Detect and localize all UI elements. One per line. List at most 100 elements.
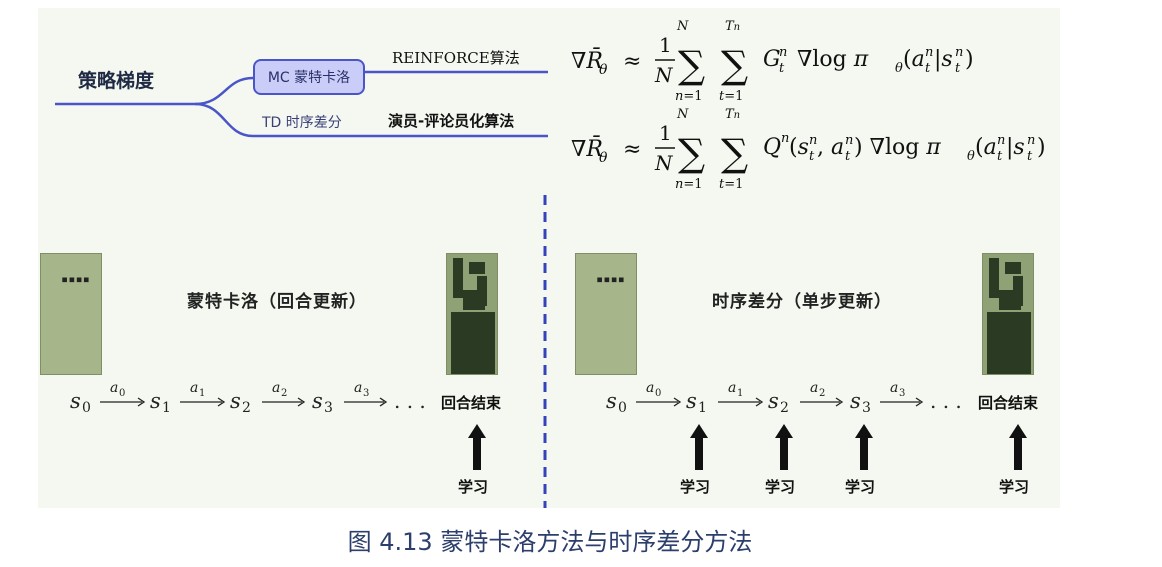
svg-text:t: t [955,61,961,76]
svg-text:|s: |s [1006,135,1025,160]
svg-text:s: s [70,389,81,413]
svg-text:, a: , a [817,135,844,160]
svg-text:∇R̄: ∇R̄ [571,47,603,74]
svg-text:s: s [606,389,617,413]
svg-text:n: n [809,133,817,148]
svg-text:s: s [768,389,779,413]
svg-text:t=1: t=1 [719,177,743,192]
svg-text:N: N [654,63,674,87]
mc-node-label: MC 蒙特卡洛 [267,70,351,86]
svg-text:3: 3 [862,400,871,416]
svg-text:n: n [781,131,789,146]
svg-text:N: N [676,107,689,122]
svg-text:θ: θ [967,149,975,164]
svg-text:3: 3 [324,400,333,416]
svg-text:0: 0 [655,388,661,399]
svg-text:0: 0 [119,388,125,399]
svg-text:1: 1 [659,33,672,57]
svg-text:n=1: n=1 [675,177,703,192]
svg-text:t: t [845,149,851,164]
svg-text:G: G [763,47,781,72]
svg-text:(a: (a [975,135,997,160]
svg-text:∇log π: ∇log π [797,47,869,72]
svg-text:s: s [150,389,161,413]
tetromino-icon: ▪▪▪▪ [61,272,90,286]
svg-text:n: n [997,133,1005,148]
right-learn-arrow-icon-4 [1009,424,1027,470]
svg-text:a: a [646,380,654,396]
svg-text:. . .: . . . [930,389,962,413]
svg-text:t: t [1027,149,1033,164]
svg-text:t: t [809,149,815,164]
svg-text:(a: (a [903,47,925,72]
svg-text:N: N [654,151,674,175]
right-episode-end-label: 回合结束 [978,394,1039,412]
stacked-blocks-icon [451,258,495,374]
svg-text:a: a [190,380,198,396]
svg-text:1: 1 [737,388,743,399]
svg-text:1: 1 [698,400,707,416]
svg-text:t: t [997,149,1003,164]
mc-node: MC 蒙特卡洛 [253,59,365,95]
svg-text:n=1: n=1 [675,89,703,104]
svg-text:a: a [354,380,362,396]
formula-mc: ∇R̄ θ ≈ 1 N N ∑ n=1 Tn ∑ t=1 G n t ∇log … [571,19,974,104]
svg-text:|s: |s [934,47,953,72]
svg-text:θ: θ [599,150,608,166]
svg-text:s: s [686,389,697,413]
svg-text:(s: (s [789,135,809,160]
svg-text:2: 2 [242,400,251,416]
svg-text:s: s [312,389,323,413]
svg-text:s: s [850,389,861,413]
left-learn-arrow-icon [468,424,486,470]
svg-text:n: n [845,133,853,148]
svg-text:a: a [110,380,118,396]
svg-text:2: 2 [281,388,287,399]
svg-text:a: a [272,380,280,396]
svg-text:): ) [1037,135,1046,160]
left-learn-label: 学习 [458,478,489,496]
svg-text:n: n [955,45,963,60]
svg-text:θ: θ [599,62,608,78]
game-screen-start-right: ▪▪▪▪ [575,253,637,375]
right-learn-arrow-icon-3 [855,424,873,470]
left-section-title: 蒙特卡洛（回合更新） [187,292,367,312]
svg-text:t=1: t=1 [719,89,743,104]
stacked-blocks-icon [987,258,1031,374]
td-node-label: TD 时序差分 [262,115,342,131]
svg-text:a: a [728,380,736,396]
tree-root-label: 策略梯度 [78,70,155,92]
svg-text:1: 1 [659,121,672,145]
svg-text:Tn: Tn [725,19,740,34]
right-learn-arrow-icon-1 [690,424,708,470]
svg-text:): ) [965,47,974,72]
mc-algorithm-label: REINFORCE算法 [392,49,520,67]
svg-text:2: 2 [780,400,789,416]
svg-text:θ: θ [895,61,903,76]
td-algorithm-label: 演员-评论员化算法 [388,112,515,130]
left-episode-end-label: 回合结束 [441,394,502,412]
figure-caption: 图 4.13 蒙特卡洛方法与时序差分方法 [347,528,753,556]
svg-text:≈: ≈ [623,49,641,74]
svg-text:s: s [230,389,241,413]
formula-td: ∇R̄ θ ≈ 1 N N ∑ n=1 Tn ∑ t=1 Q n (s n t … [571,107,1046,192]
svg-text:1: 1 [199,388,205,399]
game-screen-start-left: ▪▪▪▪ [40,253,102,375]
svg-text:∑: ∑ [678,131,705,175]
svg-text:n: n [1027,133,1035,148]
svg-text:∑: ∑ [721,131,748,175]
svg-text:2: 2 [819,388,825,399]
svg-text:. . .: . . . [394,389,426,413]
svg-text:n: n [925,45,933,60]
svg-text:) ∇log π: ) ∇log π [854,135,941,160]
svg-text:3: 3 [363,388,369,399]
svg-text:∑: ∑ [721,43,748,87]
right-learn-label-2: 学习 [765,478,796,496]
right-section-title: 时序差分（单步更新） [712,292,892,312]
svg-text:0: 0 [618,400,627,416]
svg-text:3: 3 [899,388,905,399]
svg-text:t: t [779,61,785,76]
svg-text:∇R̄: ∇R̄ [571,135,603,162]
right-learn-arrow-icon-2 [775,424,793,470]
